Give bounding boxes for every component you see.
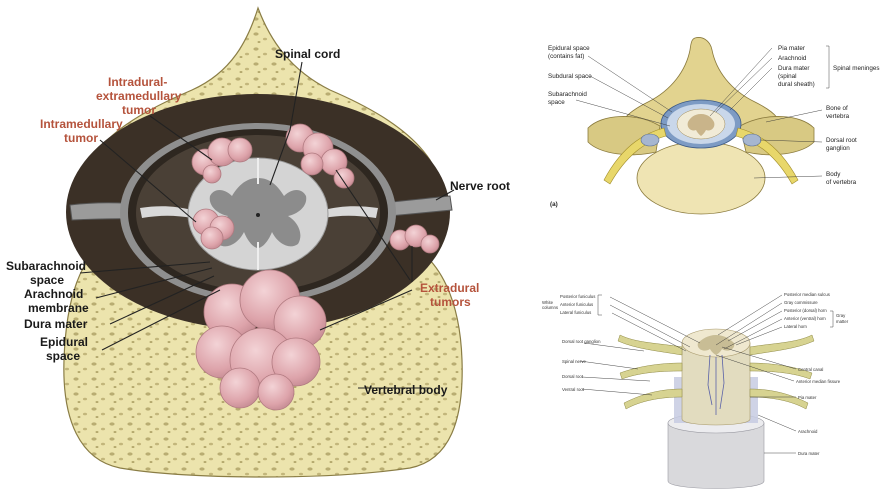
label-b-right-0: Posterior median sulcus — [784, 292, 830, 297]
label-intradural-1: Intradural- — [108, 75, 167, 89]
label-vertebral-body: Vertebral body — [364, 383, 448, 397]
label-b-left-1: Anterior funiculus — [560, 302, 593, 307]
vertebral-body-a — [636, 141, 766, 215]
label-b-right-3: Anterior (ventral) horn — [784, 316, 826, 321]
label-nerve-root: Nerve root — [450, 179, 510, 193]
label-b-left-0: Posterior funiculus — [560, 294, 595, 299]
label-a-subarachnoid-1: Subarachnoid — [548, 91, 587, 98]
label-b-right-7: Pia mater — [798, 395, 817, 400]
label-a-meninges: Spinal meninges — [833, 65, 880, 72]
leader-arachnoid — [95, 267, 213, 299]
label-intradural-2: extramedullary — [96, 89, 182, 103]
extradural-tumor-upper — [285, 123, 355, 189]
leader-extradural-1 — [335, 169, 411, 281]
dura-tube-b — [667, 422, 765, 489]
label-b-white-2: columns — [542, 305, 558, 310]
label-a-pia: Pia mater — [778, 45, 805, 52]
label-a-subarachnoid-2: space — [548, 99, 565, 106]
meninges-cross-section-diagram: Epidural space (contains fat) Subdural s… — [540, 30, 890, 220]
leader-nerve-root — [435, 189, 455, 201]
leader-intramedullary — [99, 139, 197, 223]
label-a-dura-2: (spinal — [778, 73, 797, 80]
label-b-right-9: Dura mater — [798, 451, 820, 456]
root-sleeve-right — [324, 206, 378, 218]
leader-subarachnoid — [79, 261, 211, 274]
spinal-cord-3d-illustration: Posterior funiculus Anterior funiculus L… — [542, 292, 849, 489]
label-a-drg-2: ganglion — [826, 145, 850, 152]
intradural-extramedullary-tumor — [191, 137, 253, 184]
label-b-left-2: Lateral funiculus — [560, 310, 591, 315]
label-intradural-3: tumor — [122, 103, 156, 117]
label-epidural-2: space — [46, 349, 80, 363]
leader-extradural-3 — [319, 289, 413, 331]
label-a-body-2: of vertebra — [826, 179, 857, 186]
label-a-dura-1: Dura mater — [778, 65, 810, 72]
label-a-bone-1: Bone of — [826, 105, 848, 112]
label-b-right-6: Anterior median fissure — [796, 379, 841, 384]
label-b-right-5: Central canal — [798, 367, 823, 372]
leader-epidural — [101, 289, 221, 351]
label-subarachnoid-1: Subarachnoid — [6, 259, 86, 273]
leaders-a — [575, 45, 830, 179]
label-extradural-2: tumors — [430, 295, 471, 309]
leader-spinal-cord — [269, 61, 303, 186]
label-extradural-1: Extradural — [420, 281, 479, 295]
label-b-right-4: Lateral horn — [784, 324, 808, 329]
extradural-tumor-large — [195, 269, 327, 411]
label-a-drg-1: Dorsal root — [826, 137, 857, 144]
spinal-cord-3d-diagram: Posterior funiculus Anterior funiculus L… — [540, 285, 890, 499]
ganglion-left-a — [640, 133, 660, 147]
root-sleeve-left — [140, 206, 192, 218]
label-a-panel-tag: (a) — [550, 201, 558, 208]
label-a-dura-3: dural sheath) — [778, 81, 815, 88]
leader-dura — [109, 275, 215, 325]
intramedullary-tumor — [192, 208, 235, 250]
label-a-bone-2: vertebra — [826, 113, 850, 120]
label-arachnoid-1: Arachnoid — [24, 287, 83, 301]
label-a-epidural-1: Epidural space — [548, 45, 590, 52]
label-arachnoid-2: membrane — [28, 301, 89, 315]
label-b-left-5: Dorsal root — [562, 374, 584, 379]
gray-matter-a — [687, 114, 715, 136]
label-subarachnoid-2: space — [30, 273, 64, 287]
ganglion-right-a — [742, 133, 762, 147]
meninges-cross-section-illustration: Epidural space (contains fat) Subdural s… — [548, 37, 880, 215]
label-b-right-2: Posterior (dorsal) horn — [784, 308, 827, 313]
label-spinal-cord: Spinal cord — [275, 47, 340, 61]
label-a-body-1: Body — [826, 171, 841, 178]
leader-intradural — [149, 115, 213, 161]
label-b-white-1: White — [542, 300, 554, 305]
label-b-gray-1: Gray — [836, 313, 846, 318]
label-b-left-4: Spinal nerve — [562, 359, 586, 364]
blood-vessels-b — [707, 354, 725, 415]
central-canal — [256, 213, 260, 217]
label-a-epidural-2: (contains fat) — [548, 53, 584, 60]
label-epidural-1: Epidural — [40, 335, 88, 349]
label-a-arachnoid: Arachnoid — [778, 55, 807, 62]
label-b-left-6: Ventral root — [562, 387, 585, 392]
label-intramedullary-1: Intramedullary — [40, 117, 123, 131]
label-b-right-8: Arachnoid — [798, 429, 818, 434]
label-intramedullary-2: tumor — [64, 131, 98, 145]
label-a-subdural: Subdural space — [548, 73, 592, 80]
nerve-roots-b — [617, 334, 815, 410]
label-b-right-1: Gray commissure — [784, 300, 818, 305]
extradural-tumor-root — [389, 224, 440, 254]
label-b-gray-2: matter — [836, 319, 849, 324]
label-b-left-3: Dorsal root ganglion — [562, 339, 601, 344]
spinal-tumor-illustration: Spinal cord Intradural- extramedullary t… — [6, 6, 510, 478]
leaders-b — [579, 294, 834, 454]
spinal-tumor-diagram: Spinal cord Intradural- extramedullary t… — [6, 6, 510, 478]
label-dura-mater: Dura mater — [24, 317, 88, 331]
